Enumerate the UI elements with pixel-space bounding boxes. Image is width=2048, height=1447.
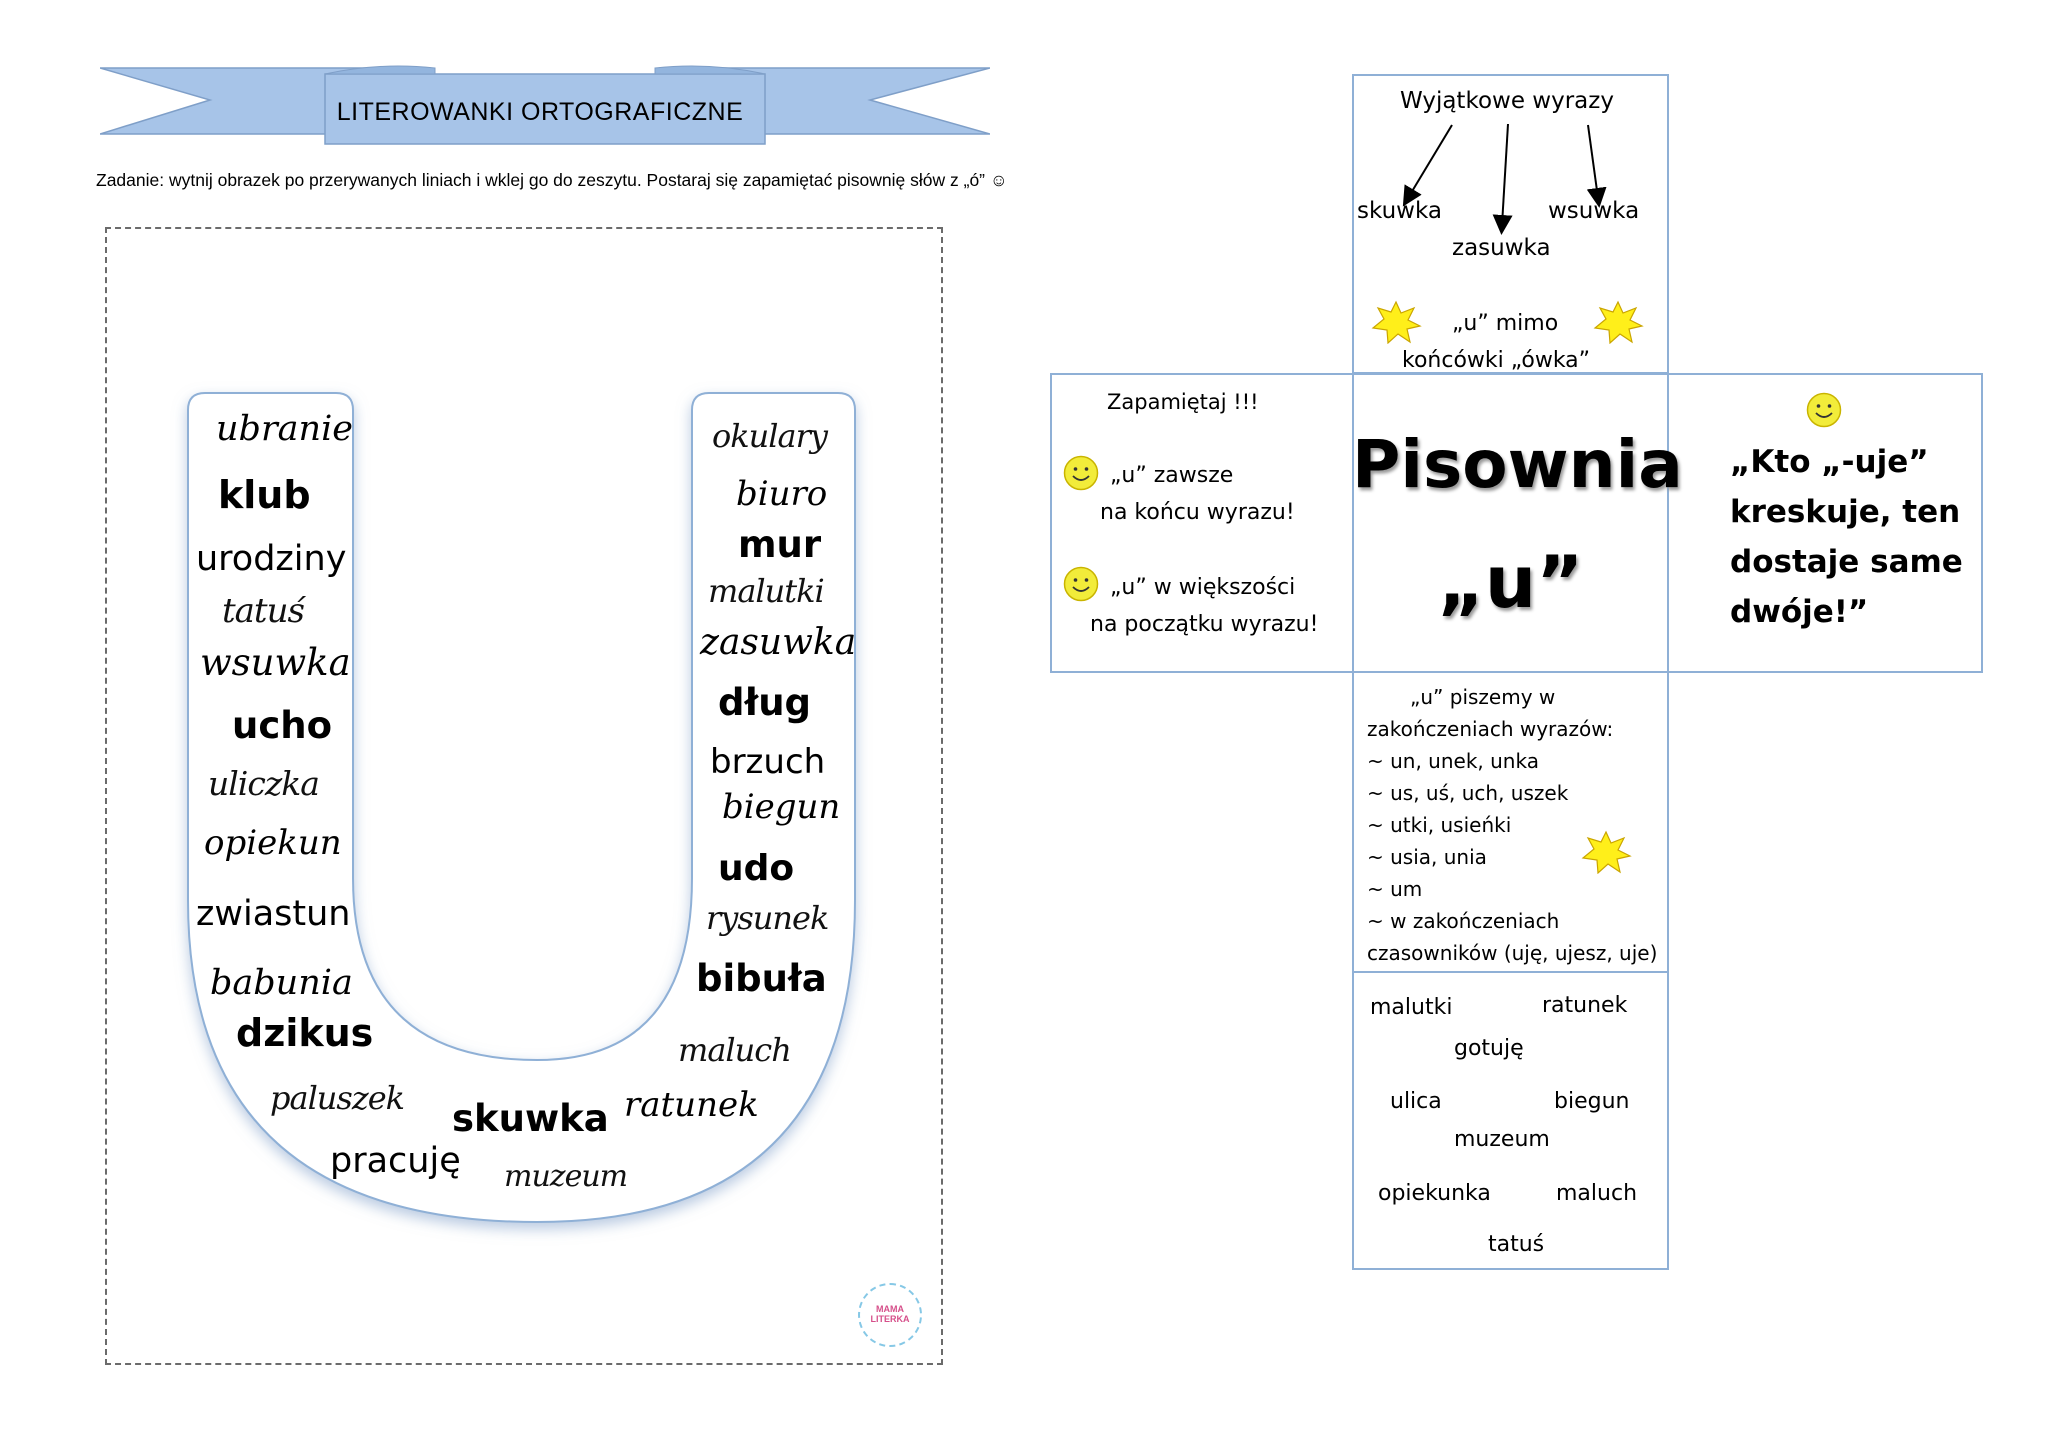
smiley-icon	[1063, 566, 1099, 602]
top-heading: Wyjątkowe wyrazy	[1400, 88, 1614, 114]
example-word: maluch	[1556, 1181, 1638, 1206]
ending-rule: ~ um	[1367, 877, 1423, 901]
rhyme-line: dostaje same	[1730, 544, 1963, 580]
ending-rule: ~ us, uś, uch, uszek	[1367, 781, 1569, 805]
ending-rule: czasowników (uję, ujesz, uje)	[1367, 941, 1658, 965]
smiley-icon	[1806, 392, 1842, 428]
exception-word: zasuwka	[1452, 235, 1551, 261]
example-word: ulica	[1390, 1089, 1442, 1114]
star-icon	[1371, 300, 1422, 344]
u-word: mur	[738, 523, 822, 566]
u-word: rysunek	[706, 899, 829, 937]
u-word: udo	[718, 848, 795, 889]
ending-rule: ~ usia, unia	[1367, 845, 1487, 869]
ending-rule: ~ w zakończeniach	[1367, 909, 1560, 933]
exception-word: skuwka	[1357, 198, 1442, 224]
u-word: okulary	[712, 417, 828, 455]
example-word: malutki	[1370, 995, 1453, 1020]
center-title: Pisownia	[1352, 426, 1683, 503]
u-word: uliczka	[208, 764, 320, 803]
star-icon	[1581, 830, 1632, 874]
u-word: zwiastun	[196, 894, 351, 934]
u-word: biegun	[722, 787, 841, 827]
ending-rule: „u” piszemy w	[1410, 685, 1556, 709]
banner-title: LITEROWANKI ORTOGRAFICZNE	[336, 98, 744, 126]
u-word: ratunek	[624, 1085, 759, 1125]
cube-center-face	[1352, 373, 1669, 673]
exception-word: wsuwka	[1548, 198, 1640, 224]
u-word: maluch	[678, 1031, 792, 1069]
example-word: opiekunka	[1378, 1181, 1491, 1206]
cube-right-face	[1667, 373, 1983, 673]
center-letter: „u”	[1437, 540, 1584, 624]
arrows	[1402, 123, 1607, 235]
u-word: wsuwka	[200, 641, 351, 684]
u-word: pracuję	[330, 1141, 461, 1181]
u-word: dzikus	[236, 1011, 374, 1055]
rule-text: „u” zawsze	[1110, 463, 1234, 488]
example-word: muzeum	[1454, 1127, 1550, 1152]
cut-frame	[105, 227, 943, 1365]
u-word: skuwka	[452, 1097, 609, 1140]
u-word: opiekun	[204, 823, 342, 863]
u-word: bibuła	[696, 957, 827, 1000]
u-word: brzuch	[710, 742, 826, 782]
u-word: dług	[718, 681, 812, 724]
rule-text: na początku wyrazu!	[1090, 612, 1319, 637]
star-icon	[1593, 300, 1644, 344]
ending-rule: zakończeniach wyrazów:	[1367, 717, 1614, 741]
u-word: muzeum	[504, 1159, 628, 1194]
example-word: gotuję	[1454, 1036, 1524, 1061]
ending-rule: ~ utki, usieńki	[1367, 813, 1512, 837]
example-word: ratunek	[1542, 993, 1628, 1018]
u-word: paluszek	[270, 1079, 405, 1117]
exception-note: „u” mimo	[1452, 311, 1559, 336]
u-word: urodziny	[196, 539, 347, 579]
smiley-icon	[1063, 455, 1099, 491]
ribbon-banner	[100, 65, 990, 145]
mama-literka-logo: MAMA LITERKA	[858, 1283, 922, 1347]
rule-text: „u” w większości	[1110, 575, 1296, 600]
ending-rule: ~ un, unek, unka	[1367, 749, 1539, 773]
u-word: tatuś	[222, 591, 305, 631]
example-word: tatuś	[1488, 1232, 1545, 1257]
u-word: klub	[218, 473, 311, 517]
rhyme-line: „Kto „-uje”	[1730, 444, 1929, 480]
u-word: babunia	[210, 963, 353, 1003]
instruction-text: Zadanie: wytnij obrazek po przerywanych …	[96, 170, 1008, 190]
exception-note: końcówki „ówka”	[1402, 348, 1591, 373]
example-word: biegun	[1554, 1089, 1630, 1114]
rhyme-line: kreskuje, ten	[1730, 494, 1961, 530]
rhyme-line: dwóje!”	[1730, 594, 1869, 630]
rule-text: na końcu wyrazu!	[1100, 500, 1295, 525]
u-word: zasuwka	[700, 622, 857, 663]
u-word: malutki	[708, 572, 825, 610]
cube-bottom2-face	[1352, 971, 1669, 1270]
left-heading: Zapamiętaj !!!	[1107, 390, 1259, 414]
u-word: biuro	[736, 474, 828, 514]
u-word: ucho	[232, 704, 333, 747]
u-word: ubranie	[216, 409, 353, 449]
